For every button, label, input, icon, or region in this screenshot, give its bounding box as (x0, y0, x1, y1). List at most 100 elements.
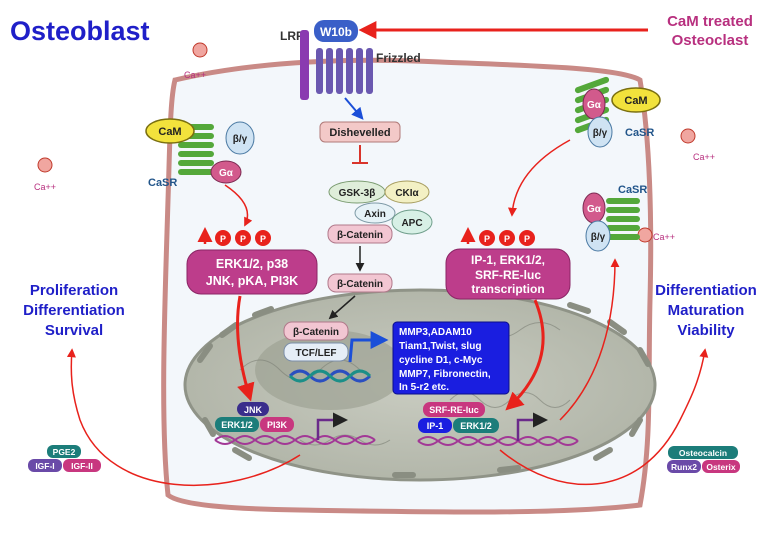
left-cam-label: CaM (158, 126, 181, 138)
right-kinase-line2: SRF-RE-luc (475, 268, 541, 282)
axin-node (354, 202, 396, 224)
right-beta-gamma-top-label: β/γ (593, 128, 608, 139)
svg-text:Maturation: Maturation (668, 302, 745, 319)
lrp-label: LRP (280, 29, 304, 43)
right-erk-label: ERK1/2 (460, 421, 492, 431)
svg-text:Tiam1,Twist, slug: Tiam1,Twist, slug (399, 341, 481, 352)
left-phospho-group: P P P (197, 227, 271, 246)
svg-text:cycline D1, c-Myc: cycline D1, c-Myc (399, 355, 483, 366)
left-casr-to-kinase-arrow (224, 184, 253, 227)
svg-text:Ca++: Ca++ (693, 152, 715, 162)
right-phospho-group: P P P (460, 227, 535, 246)
frizzled-label: Frizzled (376, 51, 421, 65)
pge2-badge (47, 445, 81, 458)
right-kinase-line1: IP-1, ERK1/2, (471, 253, 545, 267)
svg-text:Differentiation: Differentiation (655, 282, 757, 299)
page-title: Osteoblast (10, 16, 150, 46)
left-casr-label: CaSR (148, 177, 177, 189)
target-genes-text: MMP3,ADAM10 Tiam1,Twist, slug cycline D1… (399, 327, 491, 393)
right-ip1-label: IP-1 (427, 421, 444, 431)
left-jnk-label: JNK (244, 405, 263, 415)
left-outcome-text: Proliferation Differentiation Survival (23, 282, 125, 339)
igf1-label: IGF-I (35, 461, 54, 471)
gsk3b-label: GSK-3β (339, 188, 376, 199)
right-casr-receptor-mid (606, 198, 640, 240)
dishevelled-node (319, 121, 401, 143)
svg-text:In 5-r2 etc.: In 5-r2 etc. (399, 382, 449, 393)
left-gene-arrow (316, 412, 348, 440)
left-pi3k-node (260, 417, 294, 432)
svg-text:MMP3,ADAM10: MMP3,ADAM10 (399, 327, 472, 338)
right-kinase-line3: transcription (471, 282, 544, 296)
dishevelled-inhibition (352, 145, 368, 164)
left-galpha-label: Gα (219, 168, 234, 179)
ck1a-node (384, 180, 430, 204)
osteocalcin-badge (668, 446, 738, 459)
igf2-label: IGF-II (71, 461, 93, 471)
igf2-badge (63, 459, 101, 472)
right-erk-node (453, 418, 499, 433)
left-kinase-to-nucleus-arrow (236, 295, 255, 402)
svg-text:Ca++: Ca++ (184, 70, 206, 80)
left-pi3k-label: PI3K (267, 420, 288, 430)
nuclear-envelope (197, 302, 651, 478)
osteocalcin-label: Osteocalcin (679, 448, 727, 458)
frizzled-receptor (316, 48, 373, 94)
left-erk-label: ERK1/2 (221, 420, 253, 430)
axin-label: Axin (364, 209, 386, 220)
left-galpha (210, 160, 242, 184)
tcf-lef-node (283, 342, 349, 362)
beta-catenin-free-node (327, 273, 393, 293)
target-genes-box (392, 321, 510, 395)
right-outcome-text: Differentiation Maturation Viability (655, 282, 757, 339)
central-dna-helix (288, 369, 372, 383)
svg-text:Survival: Survival (45, 322, 103, 339)
left-dna-helix (214, 435, 376, 445)
right-cam-protein (611, 87, 661, 113)
left-beta-gamma (225, 121, 255, 155)
dishevelled-label: Dishevelled (329, 127, 390, 139)
right-kinase-box (445, 248, 571, 300)
w10b-ligand (314, 20, 358, 42)
right-srf-node (423, 402, 485, 417)
beta-catenin-free-label: β-Catenin (337, 279, 383, 290)
left-erk-node (215, 417, 259, 432)
transcription-arrow (348, 331, 389, 363)
pge2-label: PGE2 (53, 447, 76, 457)
svg-text:P: P (504, 234, 510, 244)
right-beta-gamma-mid (585, 220, 611, 252)
left-outcome-arrow (66, 348, 301, 487)
svg-text:P: P (484, 234, 490, 244)
svg-text:Differentiation: Differentiation (23, 302, 125, 319)
cam-treated-label: CaM treated (667, 13, 753, 30)
right-dna-helix (417, 436, 579, 446)
lrp-receptor (300, 30, 309, 100)
svg-text:P: P (240, 234, 246, 244)
beta-catenin-complex-node (327, 224, 393, 244)
osterix-badge (702, 460, 740, 473)
left-jnk-node (237, 402, 269, 416)
frizzled-to-dishevelled-arrow (344, 97, 364, 120)
right-srf-label: SRF-RE-luc (429, 405, 479, 415)
left-kinase-line2: JNK, pKA, PI3K (206, 274, 298, 288)
calcium-ions: Ca++ Ca++ Ca++ Ca++ (34, 42, 715, 243)
right-beta-gamma-mid-label: β/γ (591, 232, 606, 243)
right-kinase-to-nucleus-arrow (505, 299, 545, 411)
svg-text:MMP7, Fibronectin,: MMP7, Fibronectin, (399, 369, 491, 380)
apc-label: APC (401, 218, 422, 229)
svg-text:P: P (260, 234, 266, 244)
igf1-badge (28, 459, 62, 472)
left-cam-protein (145, 118, 195, 144)
beta-catenin-nuclear-label: β-Catenin (293, 327, 339, 338)
osterix-label: Osterix (706, 462, 736, 472)
runx2-badge (667, 460, 701, 473)
apc-node (391, 209, 433, 235)
right-ip1-node (418, 418, 452, 433)
runx2-label: Runx2 (671, 462, 697, 472)
ck1a-label: CKIα (395, 188, 419, 199)
svg-text:Ca++: Ca++ (34, 182, 56, 192)
right-casr-top-label: CaSR (625, 127, 654, 139)
svg-text:P: P (220, 234, 226, 244)
left-beta-gamma-label: β/γ (233, 134, 248, 145)
